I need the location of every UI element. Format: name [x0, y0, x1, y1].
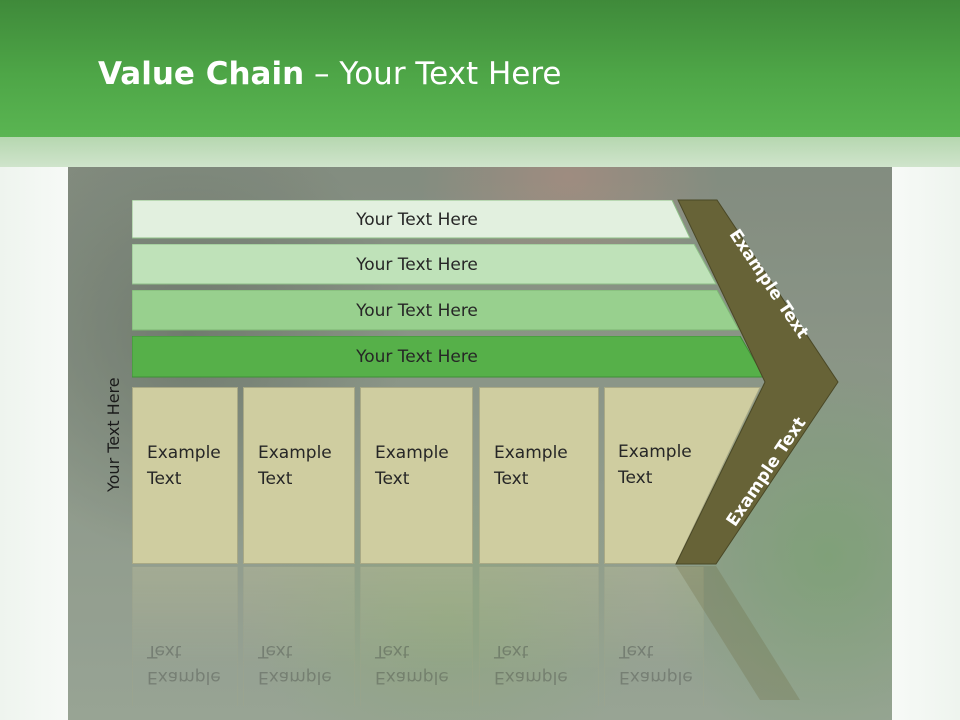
box-1: Example Text [132, 387, 238, 564]
box-3-text: Example Text [375, 443, 449, 489]
bar-2-shape [132, 244, 717, 285]
bar-3-label: Your Text Here [356, 300, 478, 321]
box-4: Example Text [479, 387, 599, 564]
chevron-reflection [676, 566, 800, 700]
bar-2-label: Your Text Here [356, 254, 478, 275]
bar-1: Your Text Here [132, 200, 692, 239]
right-frame [892, 167, 960, 720]
header-subband [0, 137, 960, 167]
bar-1-shape [132, 200, 691, 239]
box-4-text: Example Text [494, 443, 568, 489]
title-rest: – Your Text Here [304, 56, 562, 92]
box-3: Example Text [360, 387, 473, 564]
bar-3-shape [132, 290, 740, 331]
title-bold: Value Chain [98, 56, 305, 92]
box-5: Example Text [604, 387, 704, 564]
header-band: Value Chain – Your Text Here [0, 0, 960, 137]
bar-2: Your Text Here [132, 244, 718, 285]
box-2-text: Example Text [258, 443, 332, 489]
left-frame [0, 167, 68, 720]
slide-title: Value Chain – Your Text Here [98, 54, 561, 94]
box-5-text: Example Text [618, 442, 692, 488]
box-2: Example Text [243, 387, 355, 564]
box-1-text: Example Text [147, 443, 221, 489]
bar-1-label: Your Text Here [356, 209, 478, 230]
bar-3: Your Text Here [132, 290, 742, 331]
chevron-shape [675, 199, 839, 565]
bar-4-label: Your Text Here [356, 347, 478, 367]
